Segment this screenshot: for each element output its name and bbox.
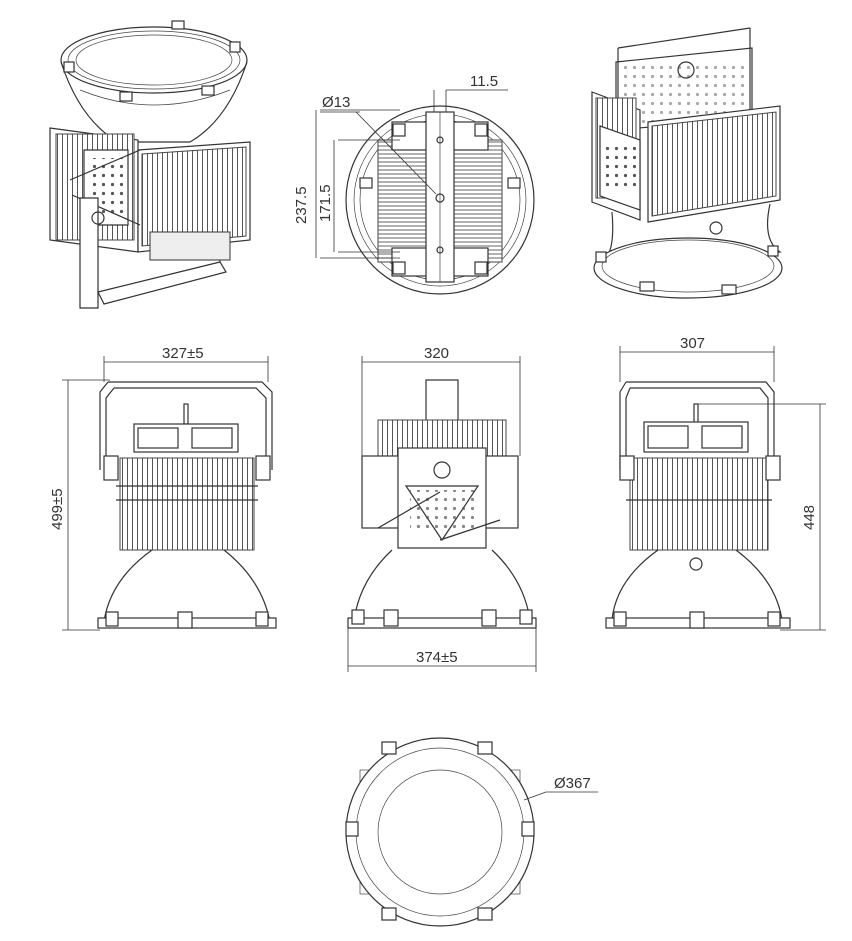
dim-right-height: 448 (801, 505, 818, 530)
isometric-view-front (49, 20, 251, 309)
dim-slot-width: 11.5 (470, 73, 498, 90)
dim-top-outer-height: 237.5 (293, 186, 310, 224)
bottom-view (345, 737, 598, 927)
right-view (605, 346, 826, 631)
front-view (62, 356, 277, 631)
dim-front-width: 327±5 (162, 345, 204, 362)
side-view (347, 356, 537, 672)
dim-front-height: 499±5 (49, 488, 66, 530)
dim-right-width: 307 (680, 335, 705, 352)
dim-reflector-width: 374±5 (416, 649, 458, 666)
dim-top-inner-height: 171.5 (317, 184, 334, 222)
isometric-view-rear (591, 27, 783, 299)
dim-side-width: 320 (424, 345, 449, 362)
dim-hole-diameter: Ø13 (322, 94, 350, 111)
dim-lens-diameter: Ø367 (554, 775, 591, 792)
top-view (315, 89, 535, 295)
